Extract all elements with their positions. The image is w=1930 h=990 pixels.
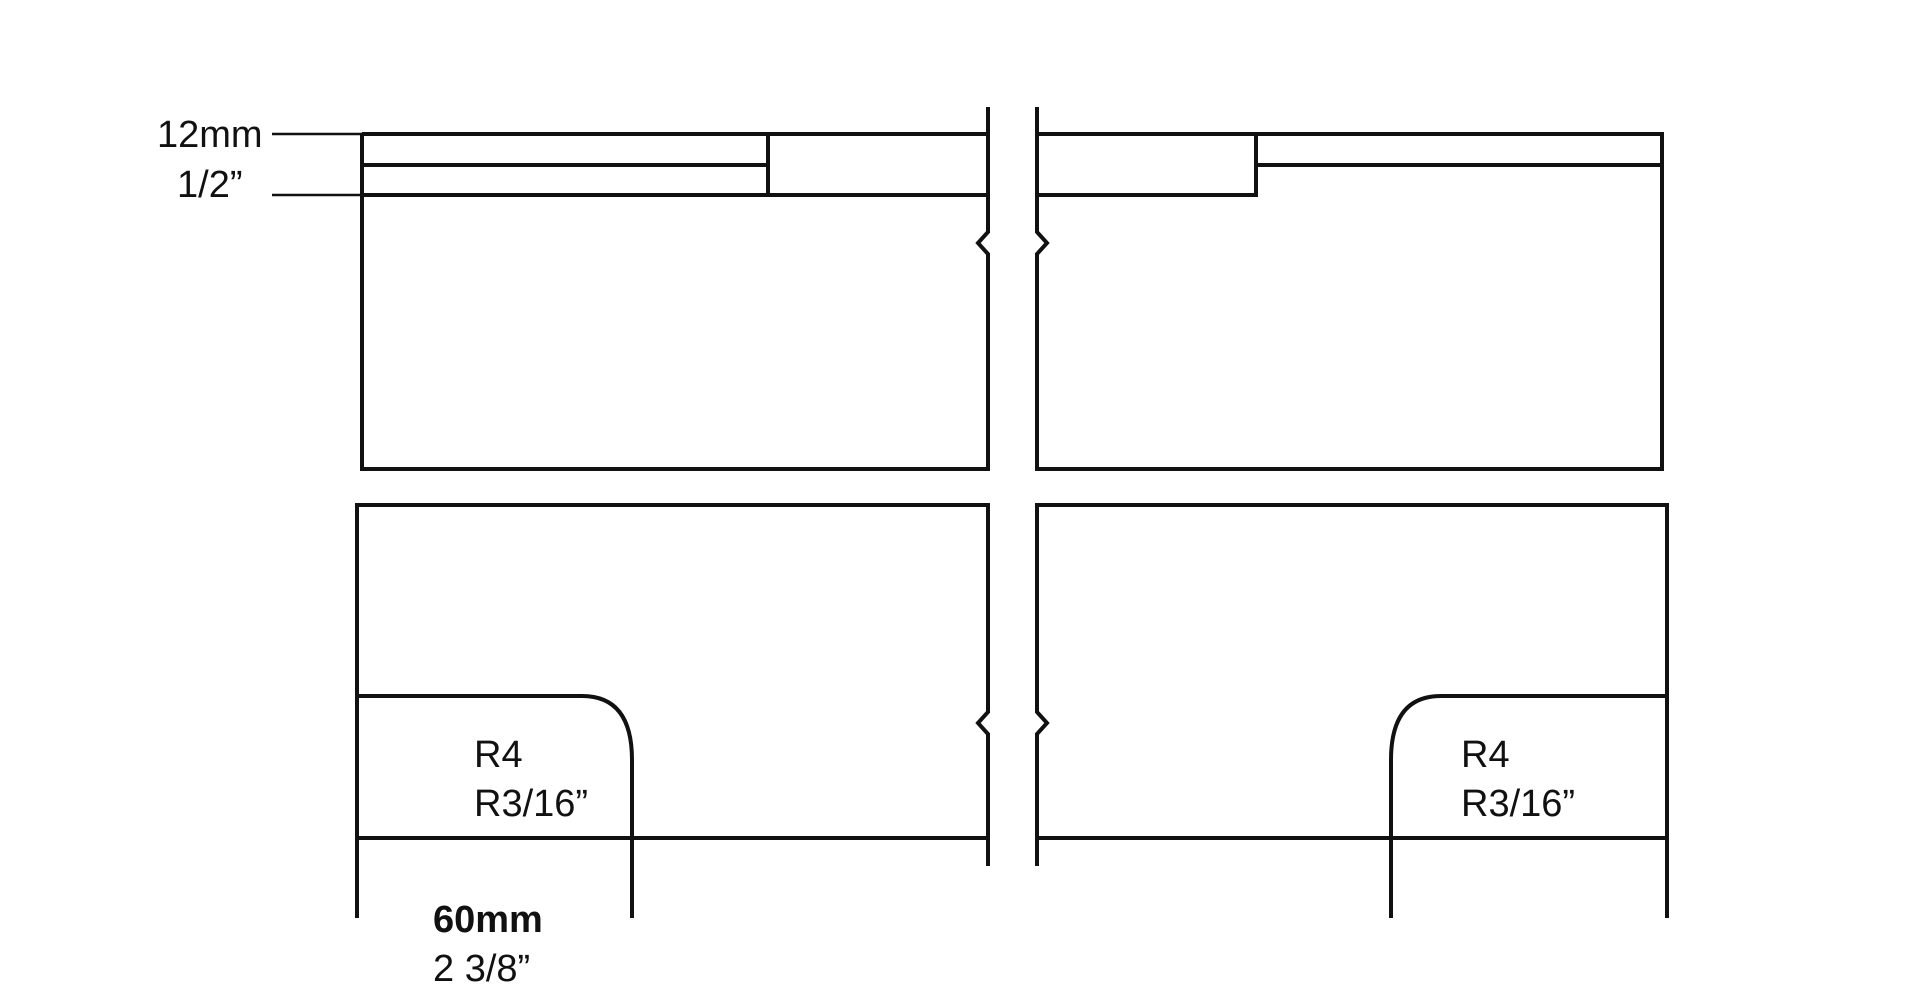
radius-right-in-label: R3/16” bbox=[1461, 783, 1576, 825]
thickness-in-label: 1/2” bbox=[177, 164, 243, 206]
radius-right-mm-label: R4 bbox=[1461, 734, 1510, 776]
bottom-left-rounded-notch bbox=[357, 694, 634, 918]
top-right-outline bbox=[1035, 107, 1664, 471]
top-left-tenon bbox=[766, 134, 988, 197]
bottom-left-outline bbox=[355, 503, 990, 918]
bottom-right-outline bbox=[1035, 503, 1669, 918]
top-right-tenon bbox=[1037, 134, 1258, 197]
bottom-right-rounded-notch bbox=[1389, 694, 1667, 918]
thickness-mm-label: 12mm bbox=[157, 114, 263, 156]
width-in-label: 2 3/8” bbox=[433, 948, 531, 990]
bottom-right-panel bbox=[1035, 503, 1669, 918]
top-left-panel bbox=[360, 107, 990, 471]
radius-left-in-label: R3/16” bbox=[474, 783, 589, 825]
top-right-panel bbox=[1035, 107, 1664, 471]
bottom-left-panel bbox=[355, 503, 990, 918]
radius-left-mm-label: R4 bbox=[474, 734, 523, 776]
top-left-outline bbox=[360, 107, 990, 471]
width-mm-label: 60mm bbox=[433, 899, 543, 941]
